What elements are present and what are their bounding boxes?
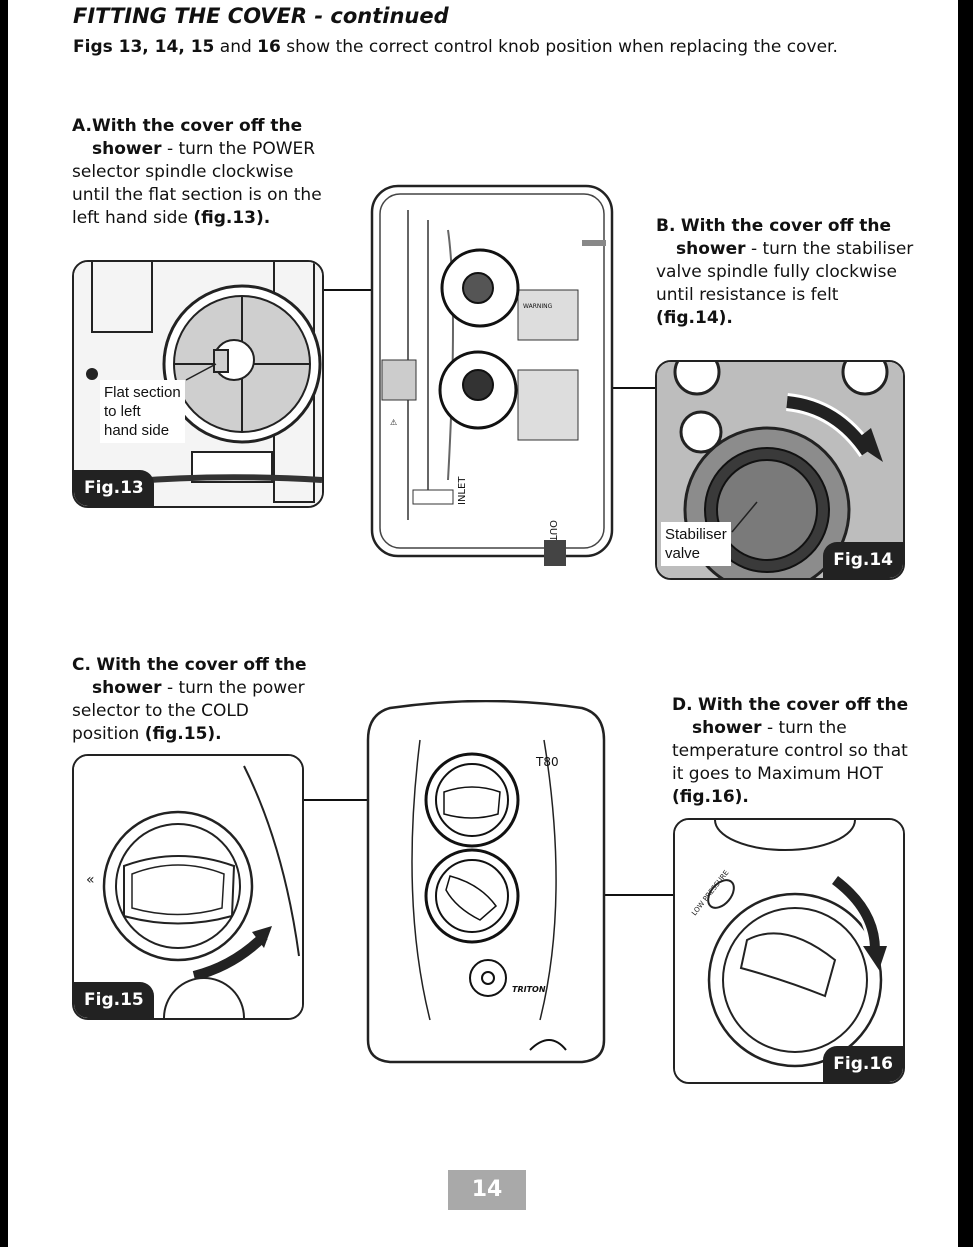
figure-13: Flat section to left hand side Fig.13 [72, 260, 324, 508]
svg-text:«: « [86, 872, 95, 888]
step-a: A.With the cover off the shower - turn t… [72, 116, 322, 228]
fig14-callout: Stabiliser valve [661, 522, 731, 566]
fig13-label: Fig.13 [74, 470, 154, 506]
figure-15: « Fig.15 [72, 754, 304, 1020]
step-c: C. With the cover off the shower - turn … [72, 655, 307, 744]
svg-text:T80: T80 [535, 755, 559, 769]
step-d: D. With the cover off the shower - turn … [672, 695, 909, 807]
temperature-control-max-hot-illustration: LOW PRESSURE [675, 820, 903, 1082]
fig16-label: Fig.16 [823, 1046, 903, 1082]
fig14-label: Fig.14 [823, 542, 903, 578]
svg-text:⚠: ⚠ [390, 418, 397, 427]
intro-text: Figs 13, 14, 15 and 16 show the correct … [73, 37, 838, 57]
step-b: B. With the cover off the shower - turn … [656, 216, 914, 328]
manual-page: FITTING THE COVER - continued Figs 13, 1… [8, 0, 958, 1247]
page-title: FITTING THE COVER - continued [73, 4, 449, 28]
svg-text:WARNING: WARNING [523, 303, 553, 310]
shower-unit-front-diagram: TRITON T80 [366, 700, 606, 1064]
figure-16: LOW PRESSURE Fig.16 [673, 818, 905, 1084]
stabiliser-valve-illustration [657, 362, 903, 578]
svg-text:INLET: INLET [457, 476, 468, 505]
shower-unit-internal-diagram: WARNING ⚠ INLET OUTLET [370, 184, 614, 566]
fig13-callout: Flat section to left hand side [100, 380, 185, 443]
power-selector-cold-illustration: « [74, 756, 302, 1018]
svg-text:TRITON: TRITON [512, 985, 546, 994]
figure-14: Stabiliser valve Fig.14 [655, 360, 905, 580]
fig15-label: Fig.15 [74, 982, 154, 1018]
page-number: 14 [448, 1170, 526, 1210]
